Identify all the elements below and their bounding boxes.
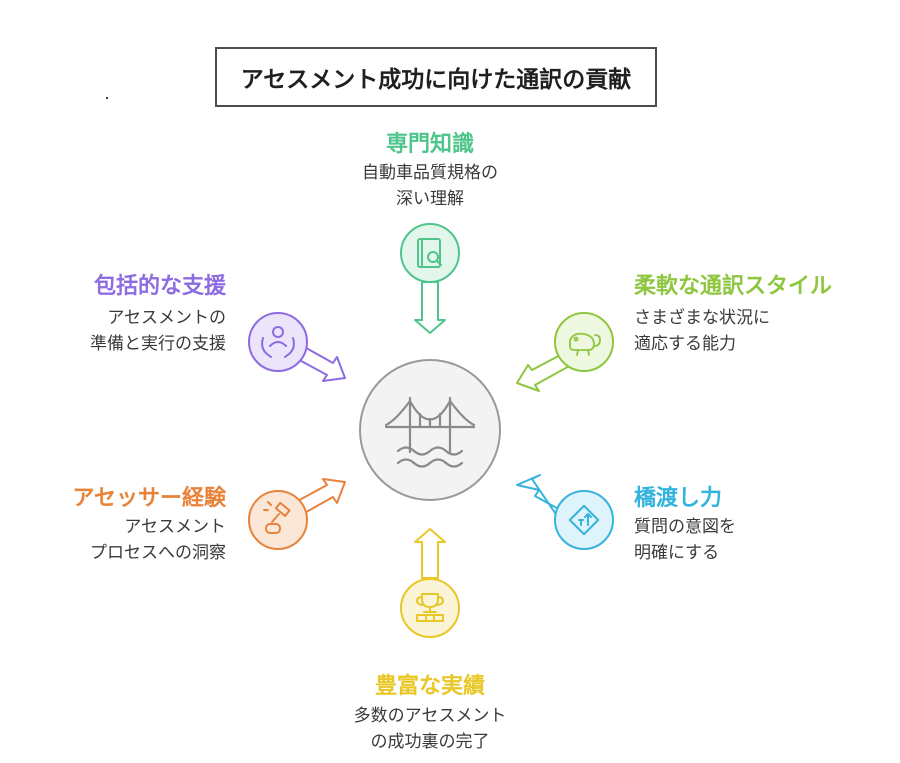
gavel-icon — [263, 501, 291, 534]
desc-expertise-line-1: 自動車品質規格の — [362, 163, 498, 183]
desc-record-line-1: 多数のアセスメント — [353, 706, 507, 726]
desc-support: アセスメントの 準備と実行の支援 — [20, 305, 226, 357]
desc-support-line-2: 準備と実行の支援 — [90, 334, 226, 354]
heading-bridging: 橋渡し力 — [634, 486, 723, 511]
bridge-icon — [384, 396, 476, 468]
desc-flexible-line-2: 適応する能力 — [634, 334, 736, 354]
desc-expertise: 自動車品質規格の 深い理解 — [330, 160, 530, 212]
desc-expertise-line-2: 深い理解 — [396, 189, 464, 209]
diagram-title: アセスメント成功に向けた通訳の貢献 — [215, 47, 657, 107]
desc-record-line-2: の成功裏の完了 — [370, 732, 490, 752]
desc-bridging-line-1: 質問の意図を — [634, 517, 736, 537]
trophy-icon — [416, 593, 444, 622]
node-record — [400, 528, 460, 638]
desc-assessor-line-2: プロセスへの洞察 — [90, 543, 226, 563]
caring-hands-icon — [261, 326, 295, 358]
book-search-icon — [417, 238, 442, 268]
direction-sign-icon — [568, 504, 600, 536]
stray-dot — [106, 97, 108, 99]
desc-record: 多数のアセスメント の成功裏の完了 — [310, 703, 550, 755]
heading-assessor: アセッサー経験 — [72, 486, 226, 511]
heading-flexible: 柔軟な通訳スタイル — [634, 274, 833, 299]
diagram-title-text: アセスメント成功に向けた通訳の貢献 — [240, 67, 632, 93]
desc-assessor-line-1: アセスメント — [124, 517, 226, 537]
node-support — [248, 312, 346, 382]
node-assessor — [248, 478, 346, 550]
chameleon-icon — [569, 332, 601, 356]
node-flexible — [516, 312, 614, 392]
center-hub — [359, 359, 501, 501]
heading-support: 包括的な支援 — [93, 274, 226, 299]
desc-assessor: アセスメント プロセスへの洞察 — [20, 514, 226, 566]
node-expertise — [400, 223, 460, 334]
desc-flexible: さまざまな状況に 適応する能力 — [634, 305, 770, 357]
desc-bridging-line-2: 明確にする — [634, 543, 720, 563]
heading-record: 豊富な実績 — [374, 674, 485, 699]
heading-expertise: 専門知識 — [385, 132, 474, 157]
desc-support-line-1: アセスメントの — [107, 308, 226, 328]
desc-flexible-line-1: さまざまな状況に — [634, 308, 770, 328]
node-bridging — [516, 474, 614, 550]
desc-bridging: 質問の意図を 明確にする — [634, 514, 736, 566]
